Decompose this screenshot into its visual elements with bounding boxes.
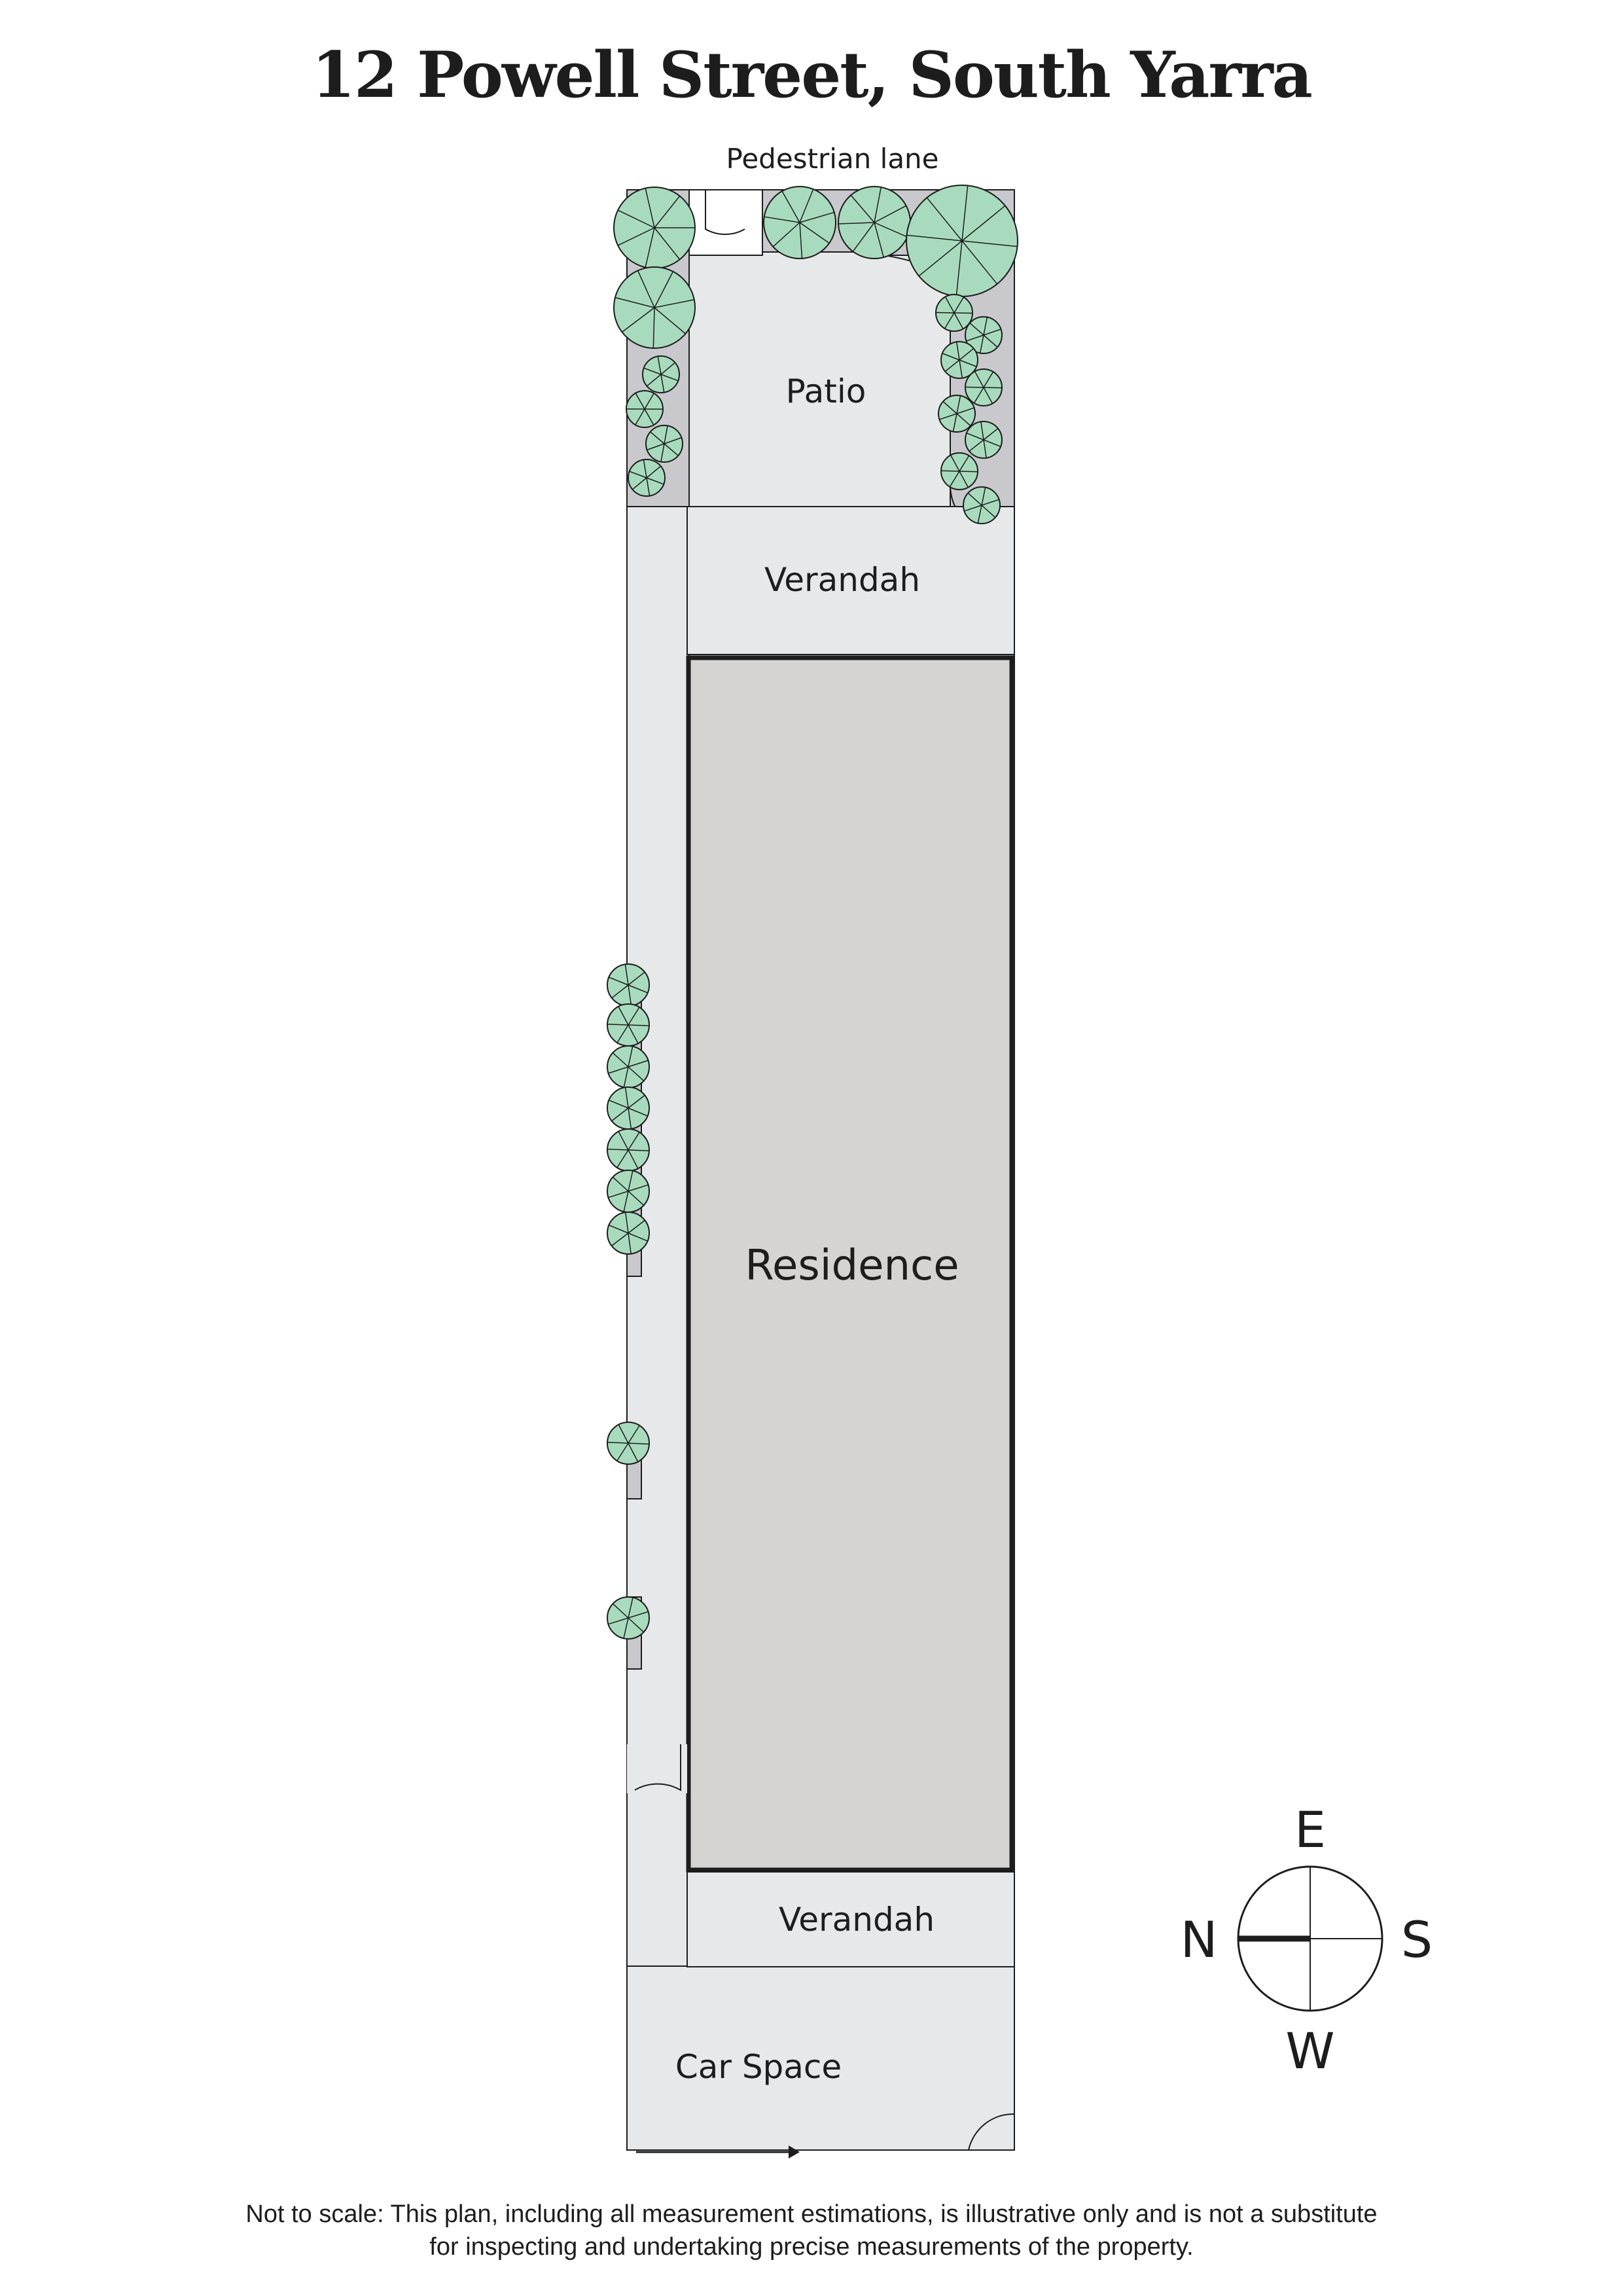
tree-icon	[965, 368, 1003, 406]
tree-icon	[613, 187, 696, 269]
compass: E N S W	[1181, 1801, 1433, 2080]
verandah-front-area	[687, 1871, 1015, 1967]
disclaimer-line-1: Not to scale: This plan, including all m…	[245, 2200, 1378, 2228]
verandah-front-label: Verandah	[779, 1901, 935, 1939]
foliage-group	[607, 185, 1018, 1640]
disclaimer-line-2: for inspecting and undertaking precise m…	[429, 2233, 1194, 2261]
residence-area	[686, 655, 1014, 1873]
car-space-gate	[968, 2113, 1015, 2151]
tree-icon	[965, 316, 1003, 354]
tree-icon	[938, 395, 976, 433]
tree-icon	[963, 486, 1001, 524]
tree-icon	[763, 186, 836, 259]
compass-south-label: S	[1401, 1910, 1433, 1969]
tree-icon	[607, 1170, 650, 1213]
disclaimer: Not to scale: This plan, including all m…	[157, 2198, 1466, 2263]
side-gate-door	[634, 1744, 681, 1791]
tree-icon	[628, 459, 666, 497]
pedestrian-lane-label: Pedestrian lane	[726, 143, 938, 175]
residence-label: Residence	[745, 1242, 959, 1290]
tree-icon	[607, 1128, 650, 1172]
lane-gate-door	[705, 190, 745, 236]
tree-icon	[607, 1596, 650, 1640]
tree-icon	[613, 266, 696, 349]
car-space-label: Car Space	[675, 2048, 842, 2086]
tree-icon	[607, 1045, 650, 1088]
tree-icon	[607, 1086, 650, 1130]
lane-gate-opening	[688, 189, 763, 256]
verandah-rear-label: Verandah	[764, 561, 920, 599]
tree-icon	[838, 186, 911, 259]
tree-icon	[626, 390, 664, 428]
tree-icon	[607, 963, 650, 1007]
tree-icon	[906, 185, 1018, 297]
page-title: 12 Powell Street, South Yarra	[312, 38, 1313, 112]
tree-icon	[607, 1422, 650, 1465]
tree-icon	[607, 1211, 650, 1255]
patio-label: Patio	[786, 372, 866, 410]
verandah-rear-area	[687, 506, 1015, 655]
tree-icon	[645, 425, 683, 463]
driveway-arrow	[636, 2145, 800, 2159]
tree-icon	[940, 341, 978, 379]
compass-east-label: E	[1294, 1801, 1326, 1859]
compass-west-label: W	[1285, 2022, 1334, 2080]
compass-north-label: N	[1181, 1910, 1218, 1969]
tree-icon	[642, 355, 680, 393]
tree-icon	[935, 294, 973, 332]
tree-icon	[965, 421, 1003, 459]
side-gate-opening	[627, 1744, 687, 1793]
tree-icon	[940, 452, 978, 490]
tree-icon	[607, 1003, 650, 1047]
